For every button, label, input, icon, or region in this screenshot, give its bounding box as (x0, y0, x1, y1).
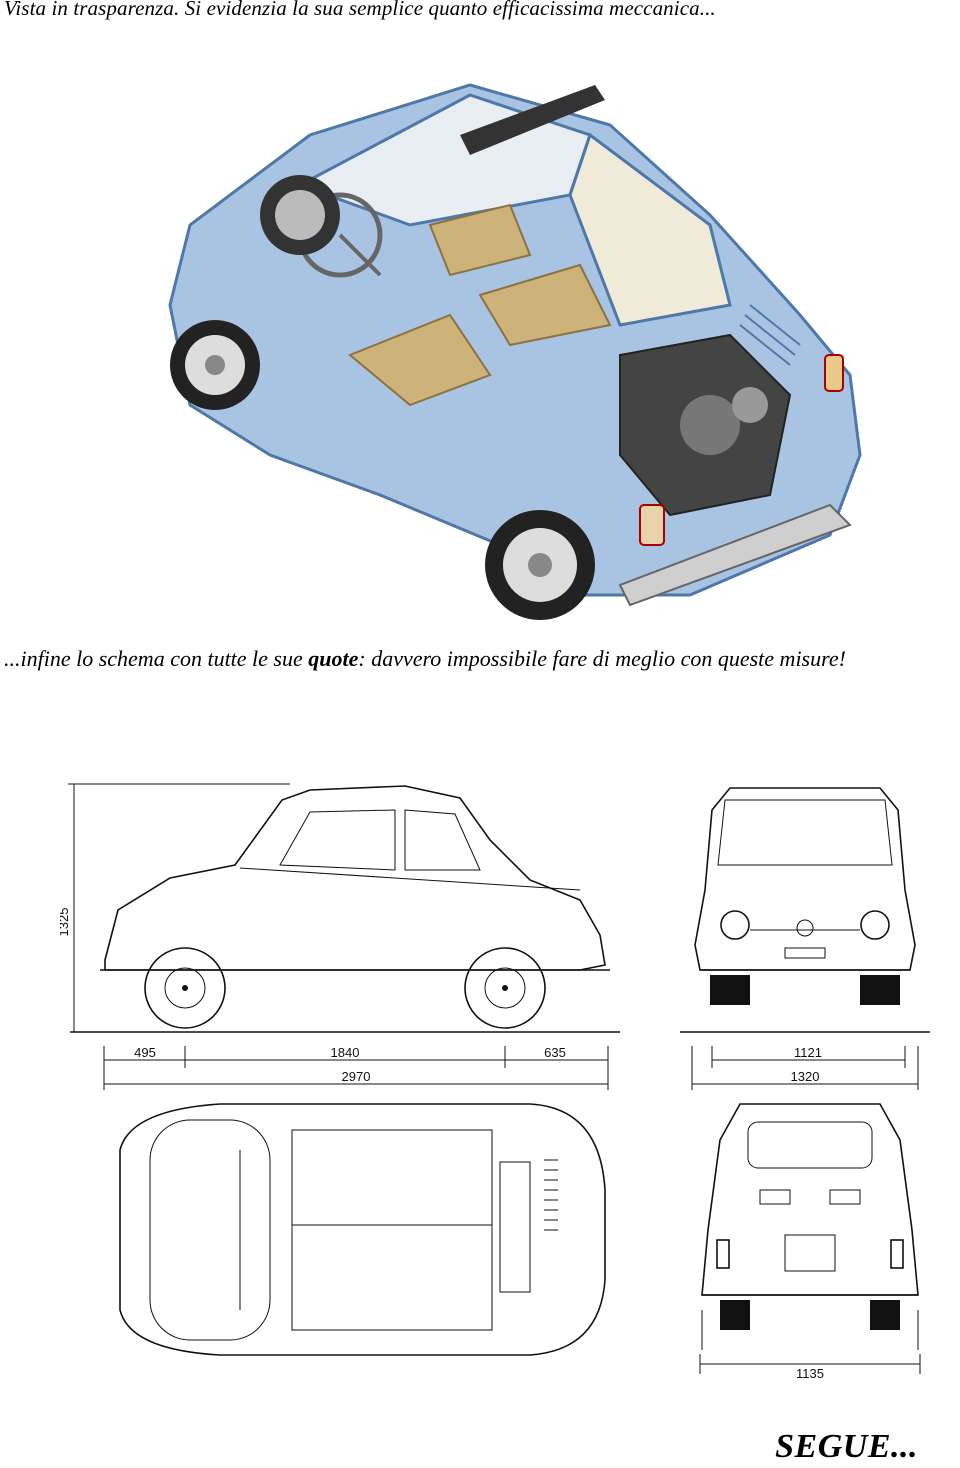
width-dimensions: 1121 1320 (691, 1045, 919, 1090)
front-overhang-label: 495 (134, 1045, 156, 1060)
middle-caption: ...infine lo schema con tutte le sue quo… (4, 646, 846, 672)
front-track-label: 1121 (794, 1045, 822, 1060)
front-view-drawing (680, 787, 930, 1033)
caption-text-end: : davvero impossibile fare di meglio con… (358, 646, 846, 671)
rear-view-drawing (701, 1103, 919, 1350)
height-label: 1325 (60, 908, 71, 937)
overall-length-label: 2970 (342, 1069, 371, 1084)
rear-track-dimension: 1135 (699, 1354, 921, 1381)
overall-width-label: 1320 (791, 1069, 820, 1084)
side-view-drawing (70, 785, 620, 1033)
rear-track-label: 1135 (796, 1366, 824, 1381)
rear-overhang-label: 635 (544, 1045, 566, 1060)
top-view-drawing (119, 1103, 606, 1356)
height-dimension: 1325 (60, 783, 290, 1032)
cutaway-car-illustration (168, 83, 862, 620)
caption-text-bold: quote (308, 646, 359, 671)
wheelbase-label: 1840 (331, 1045, 360, 1060)
length-dimensions: 495 1840 635 2970 (103, 1045, 609, 1090)
top-caption: Vista in trasparenza. Si evidenzia la su… (4, 0, 716, 20)
caption-text-start: ...infine lo schema con tutte le sue (4, 646, 309, 671)
footer-continue-label: SEGUE... (775, 1428, 918, 1465)
technical-dimension-drawings: 1325 495 1840 635 2970 1121 1320 (60, 783, 930, 1381)
